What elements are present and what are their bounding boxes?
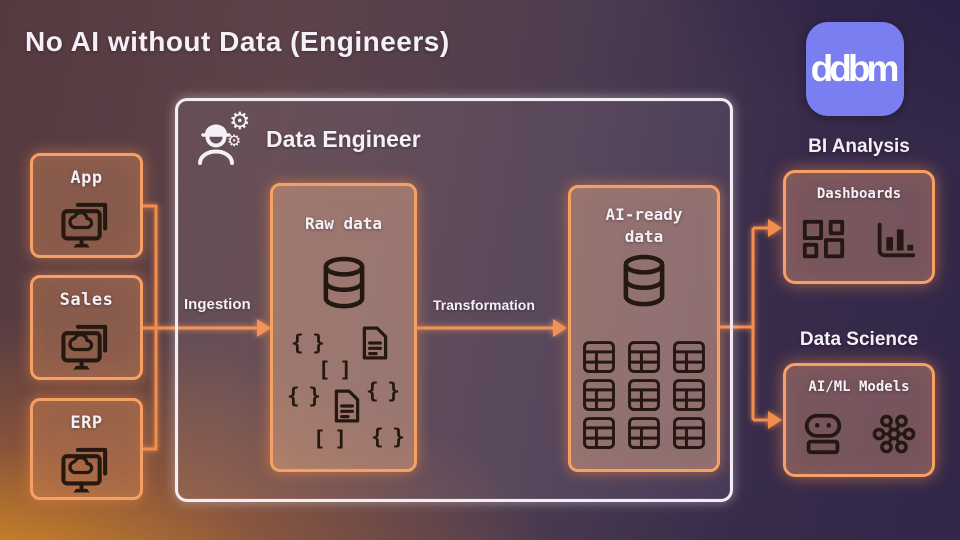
table-icon — [673, 341, 705, 373]
ai-ready-data-box: AI-ready data — [568, 185, 720, 472]
data-engineer-label: Data Engineer — [266, 125, 421, 152]
page-title: No AI without Data (Engineers) — [25, 26, 450, 57]
table-icon — [583, 341, 615, 373]
braces-symbol: { } — [366, 379, 400, 403]
bi-analysis-heading: BI Analysis — [808, 136, 910, 157]
dashboard-grid-icon — [802, 219, 845, 259]
brackets-symbol: [ ] — [313, 427, 347, 451]
document-icon — [362, 326, 388, 360]
document-icon — [334, 389, 360, 423]
engineer-icon: ⚙ ⚙ — [196, 107, 252, 167]
bar-chart-icon — [877, 222, 916, 258]
dashboards-title: Dashboards — [816, 186, 902, 202]
ingestion-label: Ingestion — [184, 296, 251, 313]
data-engineer-header: ⚙ ⚙ Data Engineer — [196, 107, 421, 167]
raw-data-title: Raw data — [304, 214, 383, 233]
braces-symbol: { } — [291, 331, 325, 355]
monitor-cloud-icon — [60, 447, 107, 493]
gear-icon: ⚙ — [229, 107, 251, 135]
source-box-sales: Sales — [30, 275, 143, 380]
source-label: ERP — [70, 413, 103, 433]
table-icon — [628, 379, 660, 411]
network-hub-icon — [872, 414, 916, 454]
source-label: Sales — [59, 290, 114, 310]
database-icon — [623, 254, 665, 307]
table-icon — [628, 417, 660, 449]
table-icons-grid — [581, 340, 707, 450]
source-box-erp: ERP — [30, 398, 143, 500]
brackets-symbol: [ ] — [318, 358, 352, 382]
transformation-label: Transformation — [433, 297, 535, 313]
ai-ready-title: AI-ready data — [605, 205, 683, 246]
braces-symbol: { } — [287, 384, 321, 408]
table-icon — [673, 379, 705, 411]
table-icon — [673, 417, 705, 449]
brand-logo: ddbm — [806, 22, 904, 116]
data-science-heading: Data Science — [799, 329, 919, 350]
table-icon — [628, 341, 660, 373]
source-box-app: App — [30, 153, 143, 258]
aiml-models-title: AI/ML Models — [808, 379, 910, 395]
monitor-cloud-icon — [60, 324, 107, 370]
monitor-cloud-icon — [60, 202, 107, 248]
gear-icon: ⚙ — [227, 131, 242, 150]
database-icon — [323, 256, 364, 309]
dashboards-box: Dashboards — [783, 170, 935, 284]
table-icon — [583, 417, 615, 449]
source-label: App — [70, 168, 103, 188]
aiml-models-box: AI/ML Models — [783, 363, 935, 477]
braces-symbol: { } — [371, 425, 405, 449]
robot-icon — [804, 413, 842, 455]
table-icon — [583, 379, 615, 411]
raw-data-box: Raw data { } [ ] { } { } [ ] { } — [270, 183, 417, 472]
brand-logo-text: ddbm — [810, 48, 900, 89]
